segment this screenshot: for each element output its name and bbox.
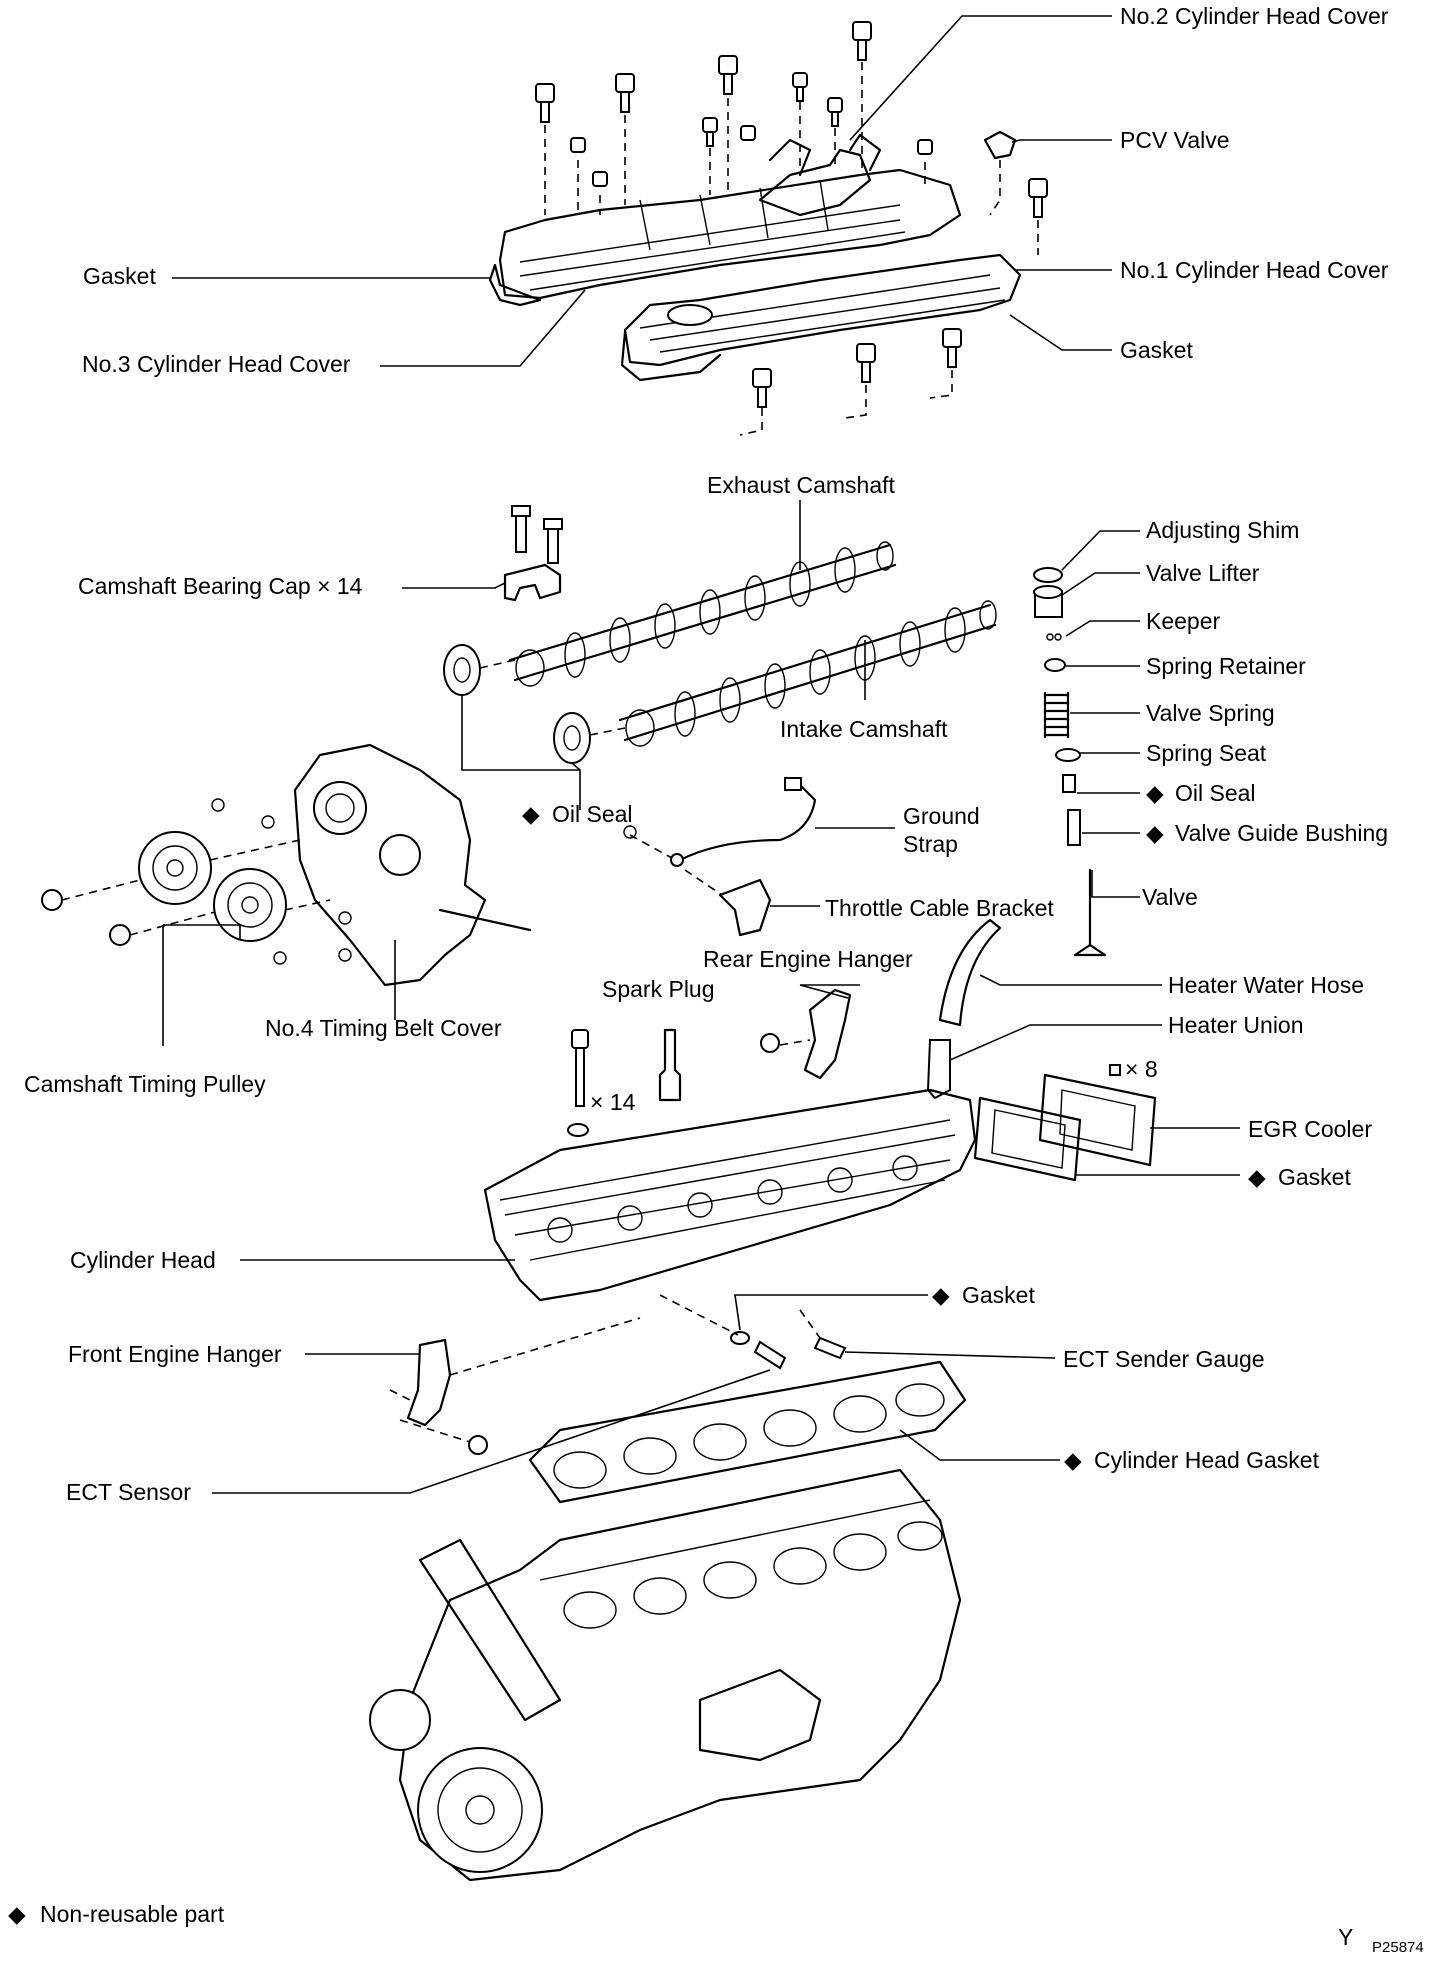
label-keeper: Keeper (1146, 608, 1221, 634)
label-valve-spring: Valve Spring (1146, 700, 1275, 726)
rear-engine-hanger-drawing (760, 988, 852, 1080)
label-exhaust-camshaft: Exhaust Camshaft (707, 472, 896, 498)
label-heater-union: Heater Union (1168, 1012, 1304, 1038)
label-ground-strap-line2: Strap (903, 831, 958, 857)
label-oil-seal-valve: Oil Seal (1175, 780, 1256, 806)
legend-symbol: ◆ (8, 1901, 26, 1927)
label-cylinder-head: Cylinder Head (70, 1247, 216, 1273)
cylinder-head-drawing (483, 1088, 977, 1302)
label-ground-strap-line1: Ground (903, 803, 980, 829)
no2-cylinder-head-cover-drawing (758, 148, 872, 217)
leader-lines (162, 15, 1240, 1494)
label-oil-seal-camshaft: Oil Seal (552, 801, 633, 827)
egr-cooler-drawing (973, 1064, 1157, 1182)
label-camshaft-timing-pulley: Camshaft Timing Pulley (24, 1071, 266, 1097)
non-reusable-marker: ◆ (1248, 1164, 1266, 1190)
label-valve: Valve (1142, 884, 1198, 910)
no1-cylinder-head-cover-drawing (620, 253, 1022, 382)
pcv-valve-drawing (983, 130, 1017, 216)
label-spring-retainer: Spring Retainer (1146, 653, 1306, 679)
label-adjusting-shim: Adjusting Shim (1146, 517, 1299, 543)
non-reusable-marker: ◆ (1146, 820, 1164, 846)
label-gasket-ect: Gasket (962, 1282, 1035, 1308)
legend-text: Non-reusable part (40, 1901, 225, 1927)
camshaft-bearing-cap-drawing (503, 505, 563, 602)
exhaust-camshaft-drawing (508, 541, 897, 687)
camshaft-timing-pulleys-drawing (41, 798, 352, 965)
label-camshaft-bearing-cap: Camshaft Bearing Cap × 14 (78, 573, 363, 599)
label-cylinder-head-gasket: Cylinder Head Gasket (1094, 1447, 1320, 1473)
label-gasket-egr: Gasket (1278, 1164, 1351, 1190)
label-bolt-count-14: × 14 (590, 1089, 636, 1115)
label-rear-engine-hanger: Rear Engine Hanger (703, 946, 913, 972)
ground-strap-drawing (623, 777, 817, 867)
front-engine-hanger-drawing (389, 1317, 641, 1455)
intake-camshaft-drawing (618, 600, 997, 747)
ect-parts-drawing (659, 1294, 847, 1370)
cover-bolt-dashlines (544, 62, 1039, 436)
label-no1-cylinder-head-cover: No.1 Cylinder Head Cover (1120, 257, 1389, 283)
label-no4-timing-belt-cover: No.4 Timing Belt Cover (265, 1015, 502, 1041)
label-ect-sender-gauge: ECT Sender Gauge (1063, 1346, 1265, 1372)
figure-code: P25874 (1372, 1939, 1424, 1956)
engine-block-drawing (369, 1468, 962, 1882)
non-reusable-marker: ◆ (1064, 1447, 1082, 1473)
label-valve-guide-bushing: Valve Guide Bushing (1175, 820, 1388, 846)
label-pcv-valve: PCV Valve (1120, 127, 1230, 153)
non-reusable-marker: ◆ (1146, 780, 1164, 806)
spark-plug-drawing (658, 1028, 682, 1102)
non-reusable-marker: ◆ (932, 1282, 950, 1308)
cylinder-head-gasket-drawing (528, 1360, 967, 1504)
non-reusable-marker: ◆ (522, 801, 540, 827)
label-intake-camshaft: Intake Camshaft (780, 716, 948, 742)
label-heater-water-hose: Heater Water Hose (1168, 972, 1364, 998)
label-valve-lifter: Valve Lifter (1146, 560, 1260, 586)
cover-bolts (535, 21, 1048, 408)
throttle-cable-bracket-drawing (684, 869, 772, 937)
camshaft-oil-seals (443, 644, 626, 764)
heater-water-hose-drawing (926, 918, 1002, 1100)
label-egr-cooler: EGR Cooler (1248, 1116, 1372, 1142)
label-spring-seat: Spring Seat (1146, 740, 1267, 766)
figure-letter: Y (1338, 1924, 1353, 1950)
label-no3-cylinder-head-cover: No.3 Cylinder Head Cover (82, 351, 351, 377)
label-throttle-cable-bracket: Throttle Cable Bracket (825, 895, 1054, 921)
label-gasket-right: Gasket (1120, 337, 1193, 363)
label-no2-cylinder-head-cover: No.2 Cylinder Head Cover (1120, 3, 1389, 29)
label-front-engine-hanger: Front Engine Hanger (68, 1341, 282, 1367)
no4-timing-belt-cover-drawing (293, 743, 532, 987)
head-bolt-drawing (567, 1029, 589, 1137)
figure-reference: Y P25874 (1338, 1924, 1424, 1956)
label-ect-sensor: ECT Sensor (66, 1479, 191, 1505)
label-bolt-count-8: × 8 (1125, 1056, 1158, 1082)
label-gasket-left: Gasket (83, 263, 156, 289)
label-spark-plug: Spark Plug (602, 976, 715, 1002)
legend: ◆ Non-reusable part (8, 1901, 225, 1927)
part-labels: No.2 Cylinder Head Cover PCV Valve Gaske… (24, 3, 1389, 1505)
valve-train-drawing (1033, 567, 1107, 957)
no3-cylinder-head-cover-drawing (488, 133, 962, 307)
